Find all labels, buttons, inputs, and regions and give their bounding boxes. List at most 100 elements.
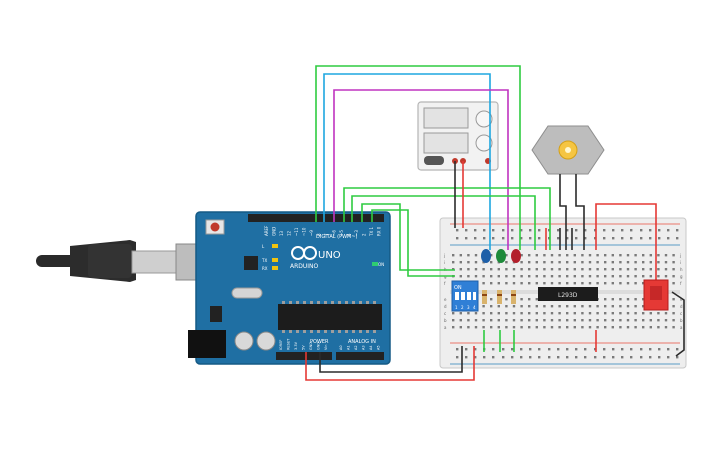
breadboard-hole [630, 229, 633, 232]
breadboard-hole [664, 268, 668, 271]
breadboard-hole [528, 312, 531, 315]
breadboard-hole [566, 326, 569, 329]
breadboard-hole [634, 275, 637, 278]
breadboard-hole [558, 254, 561, 257]
power-supply[interactable] [417, 101, 499, 171]
breadboard-hole [482, 268, 485, 271]
breadboard-hole [543, 261, 546, 264]
breadboard-hole [528, 268, 531, 271]
breadboard-hole [604, 298, 607, 301]
breadboard-hole [459, 268, 462, 271]
breadboard-hole [604, 326, 607, 329]
breadboard-hole [584, 237, 587, 240]
breadboard-hole [490, 298, 493, 301]
breadboard-hole [511, 356, 514, 359]
breadboard-hole [575, 237, 578, 240]
breadboard-hole [676, 348, 679, 351]
breadboard-hole [512, 326, 516, 329]
breadboard-hole [520, 312, 523, 315]
breadboard-hole [529, 229, 532, 232]
dip-number: 2 [461, 305, 464, 310]
breadboard-hole [619, 298, 622, 301]
top-pin-label: GND [272, 227, 277, 236]
breadboard-hole [642, 261, 645, 264]
breadboard-hole [520, 326, 523, 329]
breadboard-hole [626, 312, 630, 315]
breadboard-hole [588, 326, 592, 329]
row-letter: a [680, 325, 683, 330]
arduino-uno-board[interactable] [188, 211, 391, 365]
analog-pin-label: A1 [347, 345, 351, 350]
breadboard-hole [621, 237, 624, 240]
breadboard-hole [612, 229, 615, 232]
row-letter: g [680, 274, 683, 279]
breadboard-hole [588, 275, 592, 278]
breadboard-hole [626, 254, 630, 257]
dc-motor[interactable] [531, 125, 605, 175]
top-pin-label: ~9 [309, 230, 314, 236]
breadboard-hole [535, 326, 538, 329]
led-blue[interactable] [481, 249, 491, 263]
breadboard-hole [550, 275, 554, 278]
breadboard-hole [505, 268, 508, 271]
led-green[interactable] [496, 249, 506, 263]
dip-switch-on-label: ON [454, 285, 462, 291]
breadboard-hole [649, 326, 652, 329]
breadboard-hole [490, 312, 493, 315]
breadboard-hole [657, 261, 660, 264]
breadboard-hole [634, 305, 637, 308]
breadboard-hole [543, 268, 546, 271]
dip-number: 1 [455, 305, 458, 310]
breadboard-hole [566, 305, 569, 308]
breadboard-hole [505, 319, 508, 322]
breadboard-hole [657, 319, 660, 322]
breadboard-hole [459, 319, 462, 322]
l293d-chip[interactable] [538, 287, 598, 301]
breadboard-hole [566, 254, 569, 257]
breadboard-hole [548, 348, 551, 351]
breadboard-hole [630, 237, 633, 240]
breadboard-hole [550, 319, 554, 322]
breadboard-hole [482, 282, 485, 285]
breadboard-hole [550, 268, 554, 271]
breadboard-hole [573, 319, 576, 322]
breadboard-hole [634, 319, 637, 322]
breadboard-hole [657, 312, 660, 315]
top-pin-label: 13 [279, 230, 284, 236]
dip-switch[interactable] [451, 280, 479, 312]
breadboard-hole [512, 312, 516, 315]
breadboard-hole [672, 268, 675, 271]
slide-switch[interactable] [643, 279, 669, 311]
breadboard-hole [634, 282, 637, 285]
breadboard-holes [452, 229, 679, 359]
breadboard-hole [497, 282, 500, 285]
breadboard-hole [581, 326, 584, 329]
breadboard-hole [640, 229, 643, 232]
breadboard-hole [566, 319, 569, 322]
top-pin-label: TX 1 [369, 227, 374, 237]
breadboard-hole [573, 326, 576, 329]
breadboard-hole [667, 237, 670, 240]
breadboard-hole [465, 237, 468, 240]
breadboard-hole [505, 312, 508, 315]
breadboard-hole [528, 319, 531, 322]
breadboard-hole [459, 261, 462, 264]
breadboard-hole [581, 305, 584, 308]
arduino-analog-label: ANALOG IN [348, 339, 376, 345]
resistors[interactable] [482, 290, 516, 304]
breadboard-hole [604, 275, 607, 278]
breadboard-hole [581, 275, 584, 278]
breadboard-hole [566, 282, 569, 285]
led-red[interactable] [511, 249, 521, 263]
breadboard-hole [611, 275, 614, 278]
breadboard-hole [497, 275, 500, 278]
breadboard-hole [566, 229, 569, 232]
breadboard-hole [626, 275, 630, 278]
breadboard-hole [575, 348, 578, 351]
breadboard-hole [467, 275, 470, 278]
breadboard-hole [497, 326, 500, 329]
breadboard-hole [588, 254, 592, 257]
breadboard-hole [474, 237, 477, 240]
power-pin-label: RESET [287, 338, 291, 350]
breadboard-hole [676, 237, 679, 240]
